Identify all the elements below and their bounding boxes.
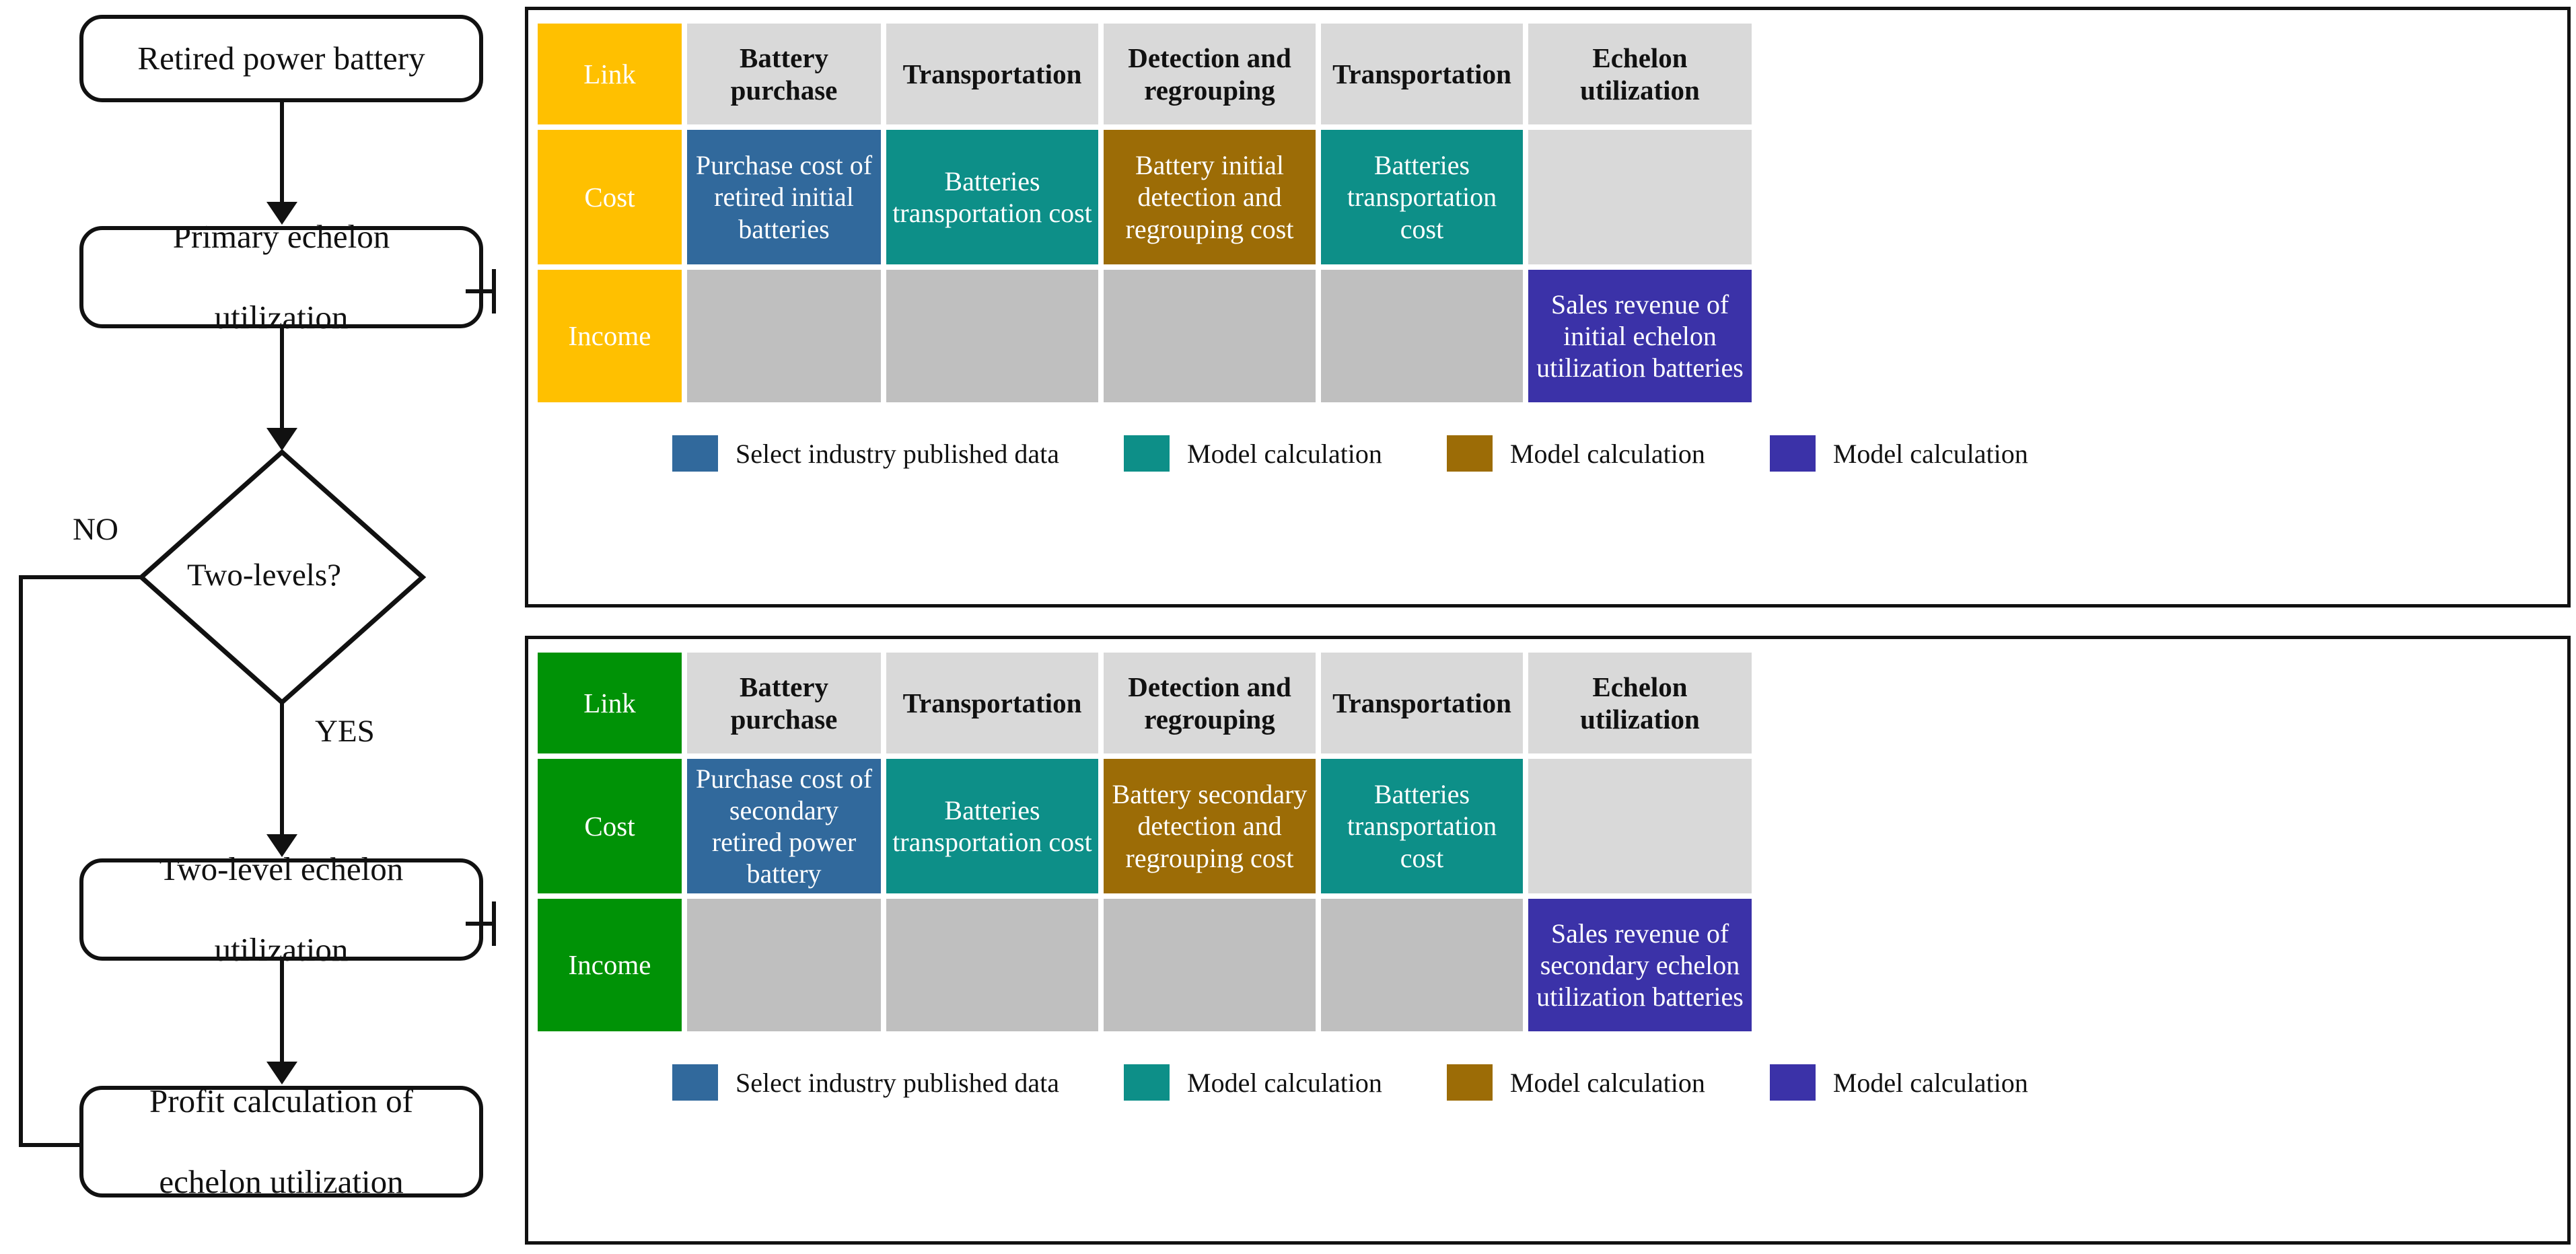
- node-retired-power-battery[interactable]: Retired power battery: [79, 15, 483, 102]
- legend-primary: Select industry published data Model cal…: [538, 423, 2558, 484]
- cell-income-transportation-2: [1321, 899, 1523, 1031]
- legend-item-gold: Model calculation: [1446, 1064, 1705, 1101]
- column-header-battery-purchase: Battery purchase: [687, 24, 881, 124]
- legend-item-teal: Model calculation: [1124, 435, 1382, 472]
- legend-swatch-indigo: [1769, 1064, 1816, 1101]
- edge-yes-vertical: [280, 704, 284, 842]
- legend-label-blue: Select industry published data: [736, 438, 1060, 469]
- legend-label-indigo: Model calculation: [1832, 1067, 2028, 1098]
- panel-primary-echelon: Link Battery purchase Transportation Det…: [525, 7, 2571, 607]
- node-two-levels-decision[interactable]: [137, 448, 427, 706]
- legend-swatch-blue: [672, 1064, 718, 1101]
- arrowhead-down: [266, 1062, 297, 1084]
- legend-item-blue: Select industry published data: [672, 1064, 1059, 1101]
- legend-item-indigo: Model calculation: [1769, 1064, 2028, 1101]
- arrowhead-down: [266, 428, 297, 451]
- cell-cost-transportation-1: Batteries transportation cost: [886, 759, 1098, 893]
- column-header-transportation-2: Transportation: [1321, 24, 1523, 124]
- row-label-link: Link: [538, 653, 682, 753]
- cell-cost-detection-regrouping: Battery secondary detection and regroupi…: [1104, 759, 1316, 893]
- cell-cost-echelon-utilization: [1528, 130, 1752, 264]
- cell-cost-battery-purchase: Purchase cost of retired initial batteri…: [687, 130, 881, 264]
- node-label: Primary echelon utilization: [172, 218, 390, 336]
- legend-item-teal: Model calculation: [1124, 1064, 1382, 1101]
- cell-income-transportation-2: [1321, 270, 1523, 402]
- node-primary-echelon-utilization[interactable]: Primary echelon utilization: [79, 218, 483, 336]
- cell-cost-transportation-1: Batteries transportation cost: [886, 130, 1098, 264]
- row-label-link: Link: [538, 24, 682, 124]
- cell-cost-detection-regrouping: Battery initial detection and regrouping…: [1104, 130, 1316, 264]
- column-header-transportation-1: Transportation: [886, 653, 1098, 753]
- legend-item-indigo: Model calculation: [1769, 435, 2028, 472]
- legend-swatch-indigo: [1769, 435, 1816, 472]
- legend-label-gold: Model calculation: [1509, 1067, 1705, 1098]
- edge-twolevel-to-profit: [280, 961, 284, 1068]
- cell-cost-echelon-utilization: [1528, 759, 1752, 893]
- branch-label-yes: YES: [315, 714, 375, 749]
- column-header-transportation-2: Transportation: [1321, 653, 1523, 753]
- process-flowchart: Retired power battery Primary echelon ut…: [0, 0, 522, 1254]
- legend-swatch-teal: [1124, 1064, 1170, 1101]
- column-header-echelon-utilization: Echelon utilization: [1528, 24, 1752, 124]
- legend-swatch-teal: [1124, 435, 1170, 472]
- edge-no-vertical: [19, 575, 23, 1147]
- cell-cost-battery-purchase: Purchase cost of secondary retired power…: [687, 759, 881, 893]
- legend-swatch-gold: [1446, 435, 1493, 472]
- legend-label-indigo: Model calculation: [1832, 438, 2028, 469]
- legend-label-gold: Model calculation: [1509, 438, 1705, 469]
- column-header-detection-regrouping: Detection and regrouping: [1104, 653, 1316, 753]
- cell-income-transportation-1: [886, 899, 1098, 1031]
- legend-swatch-blue: [672, 435, 718, 472]
- cell-income-echelon-utilization: Sales revenue of initial echelon utiliza…: [1528, 270, 1752, 402]
- legend-label-teal: Model calculation: [1187, 1067, 1382, 1098]
- node-label: Two-level echelon utilization: [159, 850, 404, 968]
- row-label-cost: Cost: [538, 759, 682, 893]
- row-label-income: Income: [538, 270, 682, 402]
- cell-income-detection-regrouping: [1104, 899, 1316, 1031]
- arrowhead-down: [266, 834, 297, 857]
- cell-income-detection-regrouping: [1104, 270, 1316, 402]
- legend-label-teal: Model calculation: [1187, 438, 1382, 469]
- cell-income-echelon-utilization: Sales revenue of secondary echelon utili…: [1528, 899, 1752, 1031]
- row-label-cost: Cost: [538, 130, 682, 264]
- legend-secondary: Select industry published data Model cal…: [538, 1052, 2558, 1113]
- cell-income-battery-purchase: [687, 899, 881, 1031]
- legend-item-gold: Model calculation: [1446, 435, 1705, 472]
- table-primary: Link Battery purchase Transportation Det…: [538, 24, 2558, 402]
- column-header-battery-purchase: Battery purchase: [687, 653, 881, 753]
- node-profit-calculation[interactable]: Profit calculation of echelon utilizatio…: [79, 1082, 483, 1200]
- legend-swatch-gold: [1446, 1064, 1493, 1101]
- column-header-echelon-utilization: Echelon utilization: [1528, 653, 1752, 753]
- cell-income-battery-purchase: [687, 270, 881, 402]
- column-header-transportation-1: Transportation: [886, 24, 1098, 124]
- panel-secondary-echelon: Link Battery purchase Transportation Det…: [525, 636, 2571, 1245]
- connector-twolevel-to-panel: [466, 901, 496, 946]
- legend-item-blue: Select industry published data: [672, 435, 1059, 472]
- decision-label: Two-levels?: [187, 558, 342, 593]
- row-label-income: Income: [538, 899, 682, 1031]
- column-header-detection-regrouping: Detection and regrouping: [1104, 24, 1316, 124]
- branch-label-no: NO: [73, 512, 118, 547]
- legend-label-blue: Select industry published data: [736, 1067, 1060, 1098]
- cell-cost-transportation-2: Batteries transportation cost: [1321, 759, 1523, 893]
- edge-primary-to-decision: [280, 328, 284, 436]
- edge-no-into-profit: [19, 1143, 86, 1147]
- node-two-level-echelon-utilization[interactable]: Two-level echelon utilization: [79, 850, 483, 968]
- connector-primary-to-panel: [466, 269, 496, 314]
- edge-retired-to-primary: [280, 102, 284, 210]
- arrowhead-down: [266, 202, 297, 225]
- edge-no-horizontal: [19, 575, 141, 579]
- node-label: Profit calculation of echelon utilizatio…: [149, 1082, 413, 1200]
- table-secondary: Link Battery purchase Transportation Det…: [538, 653, 2558, 1031]
- cell-cost-transportation-2: Batteries transportation cost: [1321, 130, 1523, 264]
- node-label: Retired power battery: [137, 40, 425, 77]
- cell-income-transportation-1: [886, 270, 1098, 402]
